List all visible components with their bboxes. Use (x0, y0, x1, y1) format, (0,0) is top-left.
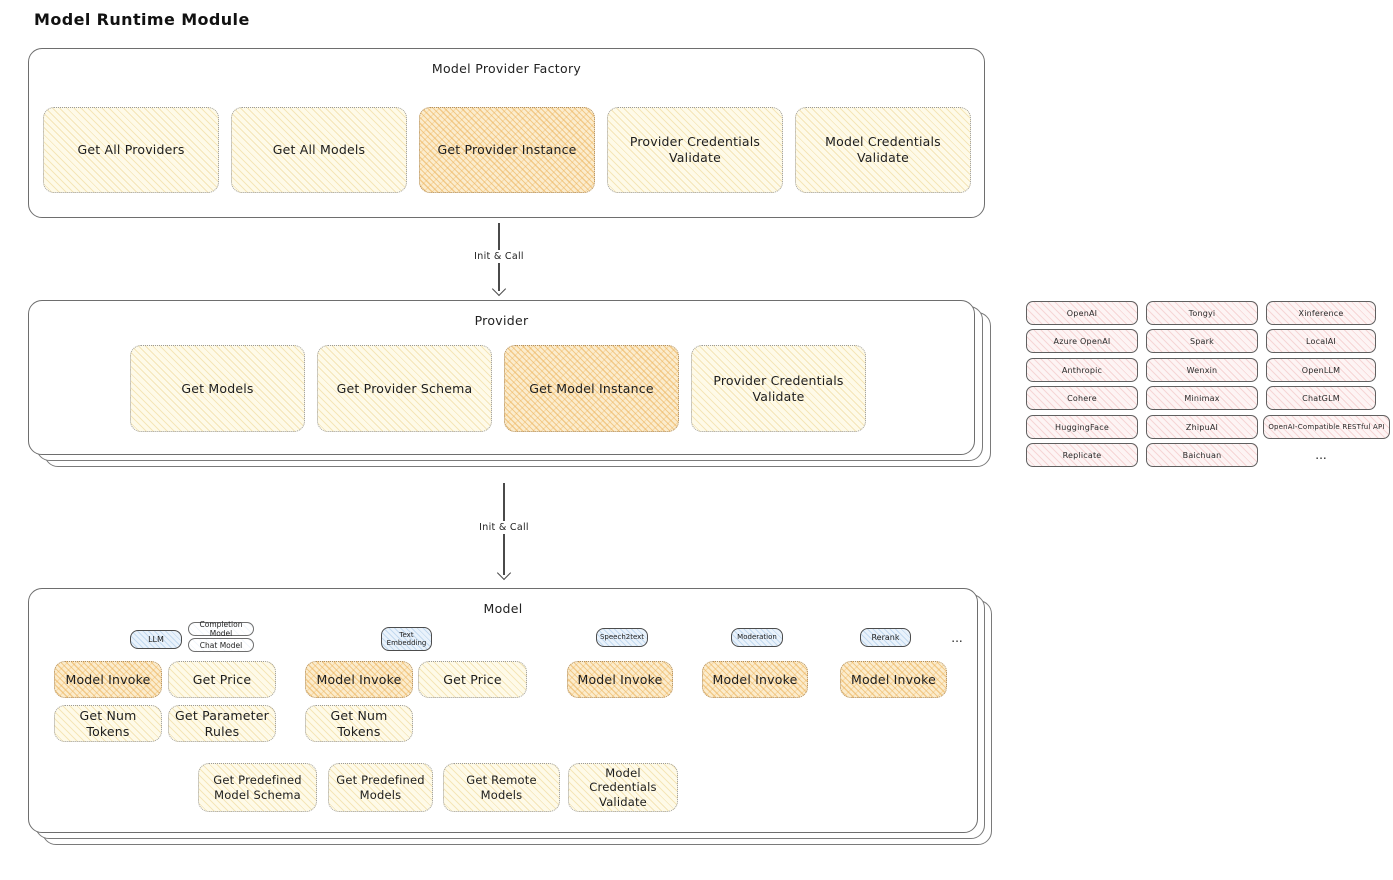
chip-openai-compatible-restful-api: OpenAI-Compatible RESTful API (1263, 415, 1390, 439)
op-te-get-num-tokens: Get Num Tokens (305, 705, 413, 742)
tabs-more-ellipsis: ... (951, 630, 963, 645)
tab-moderation: Moderation (731, 628, 783, 647)
chip-openai: OpenAI (1026, 301, 1138, 325)
tab-rerank: Rerank (860, 628, 911, 647)
chip-huggingface: HuggingFace (1026, 415, 1138, 439)
op-llm-model-invoke: Model Invoke (54, 661, 162, 698)
chip-openllm: OpenLLM (1266, 358, 1376, 382)
chip-spark: Spark (1146, 329, 1258, 353)
tab-text-embedding: Text Embedding (381, 627, 432, 651)
provider-title: Provider (474, 313, 529, 328)
op-get-all-models: Get All Models (231, 107, 407, 193)
chip-zhipuai: ZhipuAI (1146, 415, 1258, 439)
subtab-completion-model: Completion Model (188, 620, 254, 638)
chip-localai: LocalAI (1266, 329, 1376, 353)
op-get-model-instance: Get Model Instance (504, 345, 679, 432)
op-get-all-providers: Get All Providers (43, 107, 219, 193)
op-rerank-model-invoke: Model Invoke (840, 661, 947, 698)
op-model-credentials-validate: Model Credentials Validate (795, 107, 971, 193)
chip-anthropic: Anthropic (1026, 358, 1138, 382)
chips-more-ellipsis: ... (1315, 448, 1327, 462)
chip-chatglm: ChatGLM (1266, 386, 1376, 410)
op-get-models: Get Models (130, 345, 305, 432)
arrow-label-init-call-2: Init & Call (475, 521, 533, 534)
chip-azure-openai: Azure OpenAI (1026, 329, 1138, 353)
op-get-remote-models: Get Remote Models (443, 763, 560, 812)
op-te-model-invoke: Model Invoke (305, 661, 413, 698)
chip-cohere: Cohere (1026, 386, 1138, 410)
tab-speech2text: Speech2text (596, 628, 648, 647)
op-get-provider-schema: Get Provider Schema (317, 345, 492, 432)
op-provider-credentials-validate: Provider Credentials Validate (607, 107, 783, 193)
op-get-predefined-models: Get Predefined Models (328, 763, 433, 812)
chip-wenxin: Wenxin (1146, 358, 1258, 382)
page-title: Model Runtime Module (34, 10, 250, 29)
arrow-label-init-call-1: Init & Call (470, 250, 528, 263)
chip-replicate: Replicate (1026, 443, 1138, 467)
tab-llm: LLM (130, 630, 182, 649)
op-provider-credentials-validate-2: Provider Credentials Validate (691, 345, 866, 432)
op-get-provider-instance: Get Provider Instance (419, 107, 595, 193)
chip-tongyi: Tongyi (1146, 301, 1258, 325)
op-model-credentials-validate-2: Model Credentials Validate (568, 763, 678, 812)
op-s2t-model-invoke: Model Invoke (567, 661, 673, 698)
factory-title: Model Provider Factory (431, 61, 582, 76)
arrow-head-icon-2 (496, 565, 512, 581)
op-get-predefined-model-schema: Get Predefined Model Schema (198, 763, 317, 812)
op-llm-get-parameter-rules: Get Parameter Rules (168, 705, 276, 742)
arrow-head-icon (491, 281, 507, 297)
op-te-get-price: Get Price (418, 661, 527, 698)
subtab-chat-model: Chat Model (188, 638, 254, 652)
chip-minimax: Minimax (1146, 386, 1258, 410)
chip-baichuan: Baichuan (1146, 443, 1258, 467)
chip-xinference: Xinference (1266, 301, 1376, 325)
model-title: Model (483, 601, 523, 616)
op-llm-get-num-tokens: Get Num Tokens (54, 705, 162, 742)
op-llm-get-price: Get Price (168, 661, 276, 698)
op-moderation-model-invoke: Model Invoke (702, 661, 808, 698)
